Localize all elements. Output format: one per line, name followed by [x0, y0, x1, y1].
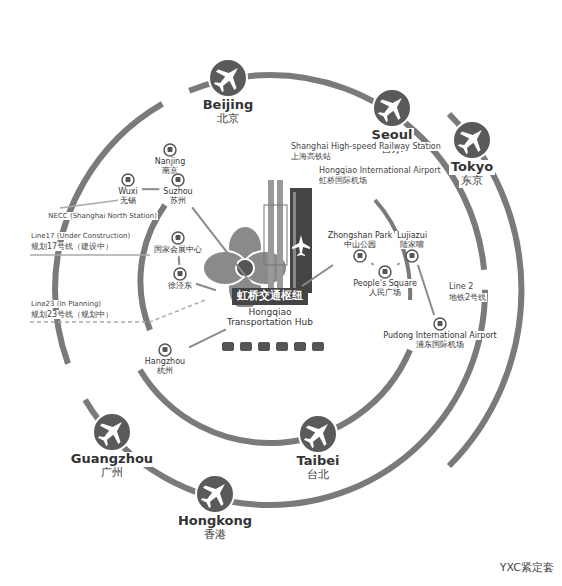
line23-track — [30, 300, 205, 322]
station-name: Nanjing — [153, 157, 188, 166]
station-icon — [378, 265, 392, 279]
line17-track — [30, 254, 150, 256]
station-icon — [173, 267, 187, 281]
airport-node: Guangzhou广州 — [69, 412, 155, 480]
station-name: Wuxi — [116, 187, 140, 196]
airport-icon — [208, 58, 248, 98]
station-name: 无锡 — [118, 196, 138, 205]
rail-connector — [178, 256, 180, 265]
station-icon — [405, 249, 419, 263]
city-name-cn: 东京 — [459, 175, 485, 188]
map-label: 规划17号线（建设中） — [30, 242, 114, 251]
railway-station — [264, 180, 287, 290]
hub-title: 虹桥交通枢纽 — [232, 288, 308, 305]
airport-icon — [298, 414, 338, 454]
station-icon — [121, 173, 135, 187]
station-icon — [433, 317, 447, 331]
rail-connector — [302, 265, 333, 286]
airport-node: Beijing北京 — [201, 58, 256, 126]
map-label: Line23 (In Planning) — [30, 300, 102, 308]
airport-icon — [92, 412, 132, 452]
rail-connector — [372, 263, 373, 265]
vehicle-icons — [222, 342, 324, 351]
station-node: Suzhou苏州 — [161, 173, 194, 205]
map-label: NECC (Shanghai North Station) — [47, 212, 158, 220]
station-node: Zhongshan Park中山公园 — [326, 231, 395, 263]
city-name: Guangzhou — [69, 452, 155, 467]
hub-subtitle: Hongqiao Transportation Hub — [218, 307, 322, 328]
map-label: Line17 (Under Construction) — [30, 232, 131, 240]
station-node: People's Square人民广场 — [351, 265, 419, 297]
airport-icon — [452, 120, 492, 160]
city-name: Beijing — [201, 98, 256, 113]
inner-ring-left — [140, 205, 165, 330]
city-name-cn: 台北 — [305, 469, 331, 482]
map-label: 规划23号线（规划中） — [30, 310, 114, 319]
station-name: 中山公园 — [342, 240, 378, 249]
map-label: Line 2 — [448, 282, 474, 291]
city-name: Seoul — [370, 128, 415, 143]
station-node: Nanjing南京 — [153, 143, 188, 175]
station-name: Zhongshan Park — [326, 231, 395, 240]
rail-connector — [196, 284, 216, 290]
station-node: Wuxi无锡 — [116, 173, 140, 205]
city-name-cn: 广州 — [99, 467, 125, 480]
station-name: Lujiazui — [395, 231, 429, 240]
city-name-cn: 北京 — [215, 113, 241, 126]
map-label: 上海高铁站 — [290, 152, 332, 161]
airport-node: Taibei台北 — [295, 414, 342, 482]
middle-ring — [55, 75, 485, 505]
inner-ring — [140, 350, 410, 443]
station-icon — [171, 173, 185, 187]
map-label: Hongqiao International Airport — [318, 166, 442, 175]
station-node: 国家会展中心 — [152, 231, 204, 254]
city-name: Taibei — [295, 454, 342, 469]
map-label: Shanghai High-speed Railway Station — [290, 142, 442, 151]
station-node: Hangzhou杭州 — [143, 343, 187, 375]
station-name: 杭州 — [155, 366, 175, 375]
station-name: 国家会展中心 — [152, 245, 204, 254]
map-label: 地铁2号线 — [448, 293, 487, 302]
station-icon — [158, 343, 172, 357]
airport-building — [290, 188, 312, 293]
rail-connector — [418, 265, 434, 315]
airport-icon — [195, 474, 235, 514]
hub-node: 虹桥交通枢纽 Hongqiao Transportation Hub — [218, 288, 322, 327]
watermark: YXC紧定套 — [499, 562, 555, 575]
station-name: 人民广场 — [367, 288, 403, 297]
station-node: Pudong International Airport浦东国际机场 — [381, 317, 498, 349]
station-icon — [163, 143, 177, 157]
rail-connector — [142, 188, 159, 190]
station-name: Suzhou — [161, 187, 194, 196]
station-name: 陆家嘴 — [398, 240, 426, 249]
airport-node: Hongkong香港 — [176, 474, 254, 542]
station-icon — [171, 231, 185, 245]
station-node: 徐泾东 — [166, 267, 194, 290]
airport-icon — [372, 88, 412, 128]
city-name-cn: 香港 — [202, 529, 228, 542]
airport-node: Tokyo东京 — [449, 120, 495, 188]
station-name: 浦东国际机场 — [414, 340, 466, 349]
station-name: 徐泾东 — [166, 281, 194, 290]
station-name: Pudong International Airport — [381, 331, 498, 340]
station-name: Hangzhou — [143, 357, 187, 366]
station-node: Lujiazui陆家嘴 — [395, 231, 429, 263]
station-name: People's Square — [351, 279, 419, 288]
map-label: 虹桥国际机场 — [318, 176, 368, 185]
city-name: Hongkong — [176, 514, 254, 529]
rail-connector — [398, 263, 400, 265]
city-name: Tokyo — [449, 160, 495, 175]
station-icon — [353, 249, 367, 263]
rail-connector — [189, 329, 226, 347]
station-name: 苏州 — [168, 196, 188, 205]
rail-track — [60, 200, 120, 208]
